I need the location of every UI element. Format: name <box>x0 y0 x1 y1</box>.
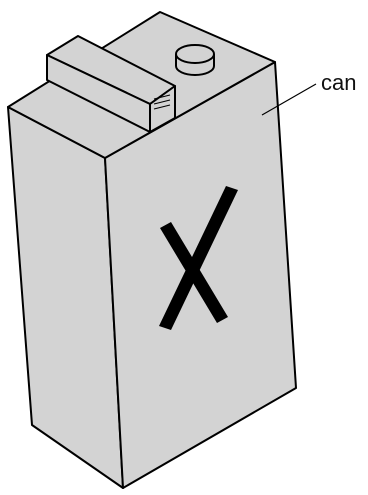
front-mark-x <box>159 186 238 330</box>
callout-leader-line <box>261 83 317 116</box>
can-cap <box>175 44 215 76</box>
callout-label-can: can <box>321 70 356 95</box>
handle-grip-lines <box>153 94 171 110</box>
can-handle <box>46 35 176 133</box>
